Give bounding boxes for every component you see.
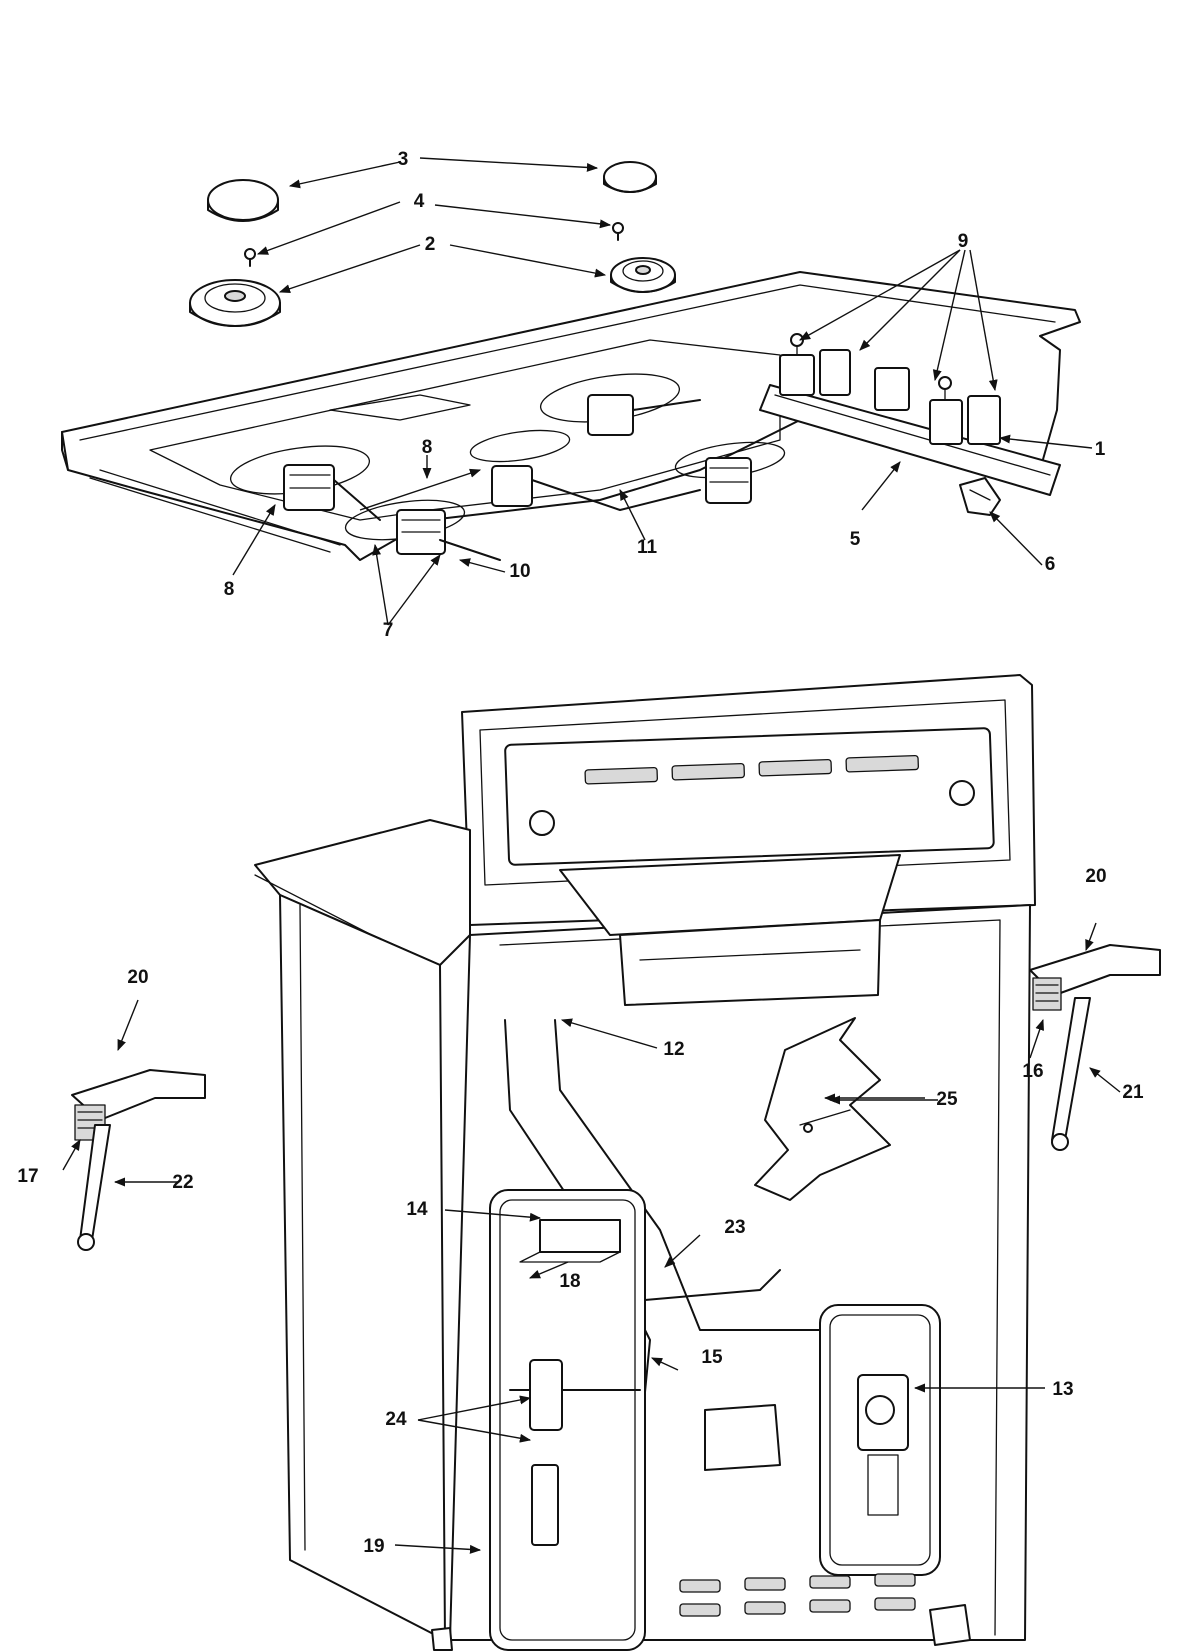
burner-tube-left-front — [396, 509, 501, 561]
callout-20-left: 20 — [127, 967, 148, 988]
safety-valves — [509, 1359, 641, 1546]
burner-cap-right — [603, 161, 657, 193]
burner-tube-left-rear — [283, 464, 381, 521]
callout-1: 1 — [1095, 439, 1106, 460]
oven-burner-valve-housing — [819, 1304, 941, 1576]
callout-25: 25 — [936, 1089, 958, 1110]
callout-10: 10 — [509, 561, 530, 582]
screw-right — [612, 222, 624, 241]
callout-4: 4 — [414, 191, 425, 212]
burner-tube-center — [491, 465, 701, 511]
callout-21: 21 — [1122, 1082, 1144, 1103]
callout-9: 9 — [958, 231, 969, 252]
burner-tube-right-front — [705, 457, 752, 504]
door-hinge-left — [71, 1069, 206, 1251]
callout-5: 5 — [850, 529, 861, 550]
callout-14: 14 — [406, 1199, 428, 1220]
callout-18: 18 — [559, 1271, 580, 1292]
leader-lines — [62, 157, 1121, 1554]
gas-valves — [779, 333, 1001, 445]
backguard-vents — [584, 754, 919, 785]
callout-23: 23 — [724, 1217, 745, 1238]
callout-17: 17 — [17, 1166, 38, 1187]
callout-16: 16 — [1022, 1061, 1043, 1082]
callout-8-upper: 8 — [422, 437, 433, 458]
cooktop-assembly — [61, 161, 1081, 561]
callout-13: 13 — [1052, 1379, 1073, 1400]
screw-left — [244, 248, 256, 267]
callout-24: 24 — [385, 1409, 407, 1430]
burner-tube-right-rear — [587, 394, 701, 436]
oven-thermostat-housing — [489, 1189, 646, 1651]
callout-11: 11 — [637, 537, 658, 558]
burner-cap-left — [207, 179, 279, 222]
callout-labels: 3 4 2 9 1 8 8 7 10 11 5 6 12 25 13 14 15… — [17, 149, 1144, 1557]
callout-19: 19 — [363, 1536, 384, 1557]
burner-head-right — [610, 257, 676, 293]
callout-6: 6 — [1045, 554, 1056, 575]
orifice-holder — [959, 477, 1001, 516]
callout-22: 22 — [172, 1172, 193, 1193]
manifold-bar — [759, 384, 1061, 496]
callout-3: 3 — [398, 149, 409, 170]
callout-7: 7 — [383, 620, 394, 641]
callout-12: 12 — [663, 1039, 684, 1060]
callout-20-right: 20 — [1085, 866, 1106, 887]
callout-2: 2 — [425, 234, 436, 255]
range-cabinet — [254, 674, 1036, 1651]
burner-head-left — [189, 279, 281, 327]
door-hinge-right — [1029, 944, 1161, 1151]
callout-8-lower: 8 — [224, 579, 235, 600]
bottom-vents — [679, 1573, 916, 1617]
burner-access-cover — [754, 1017, 891, 1201]
ignitor — [519, 1219, 621, 1263]
callout-15: 15 — [701, 1347, 723, 1368]
